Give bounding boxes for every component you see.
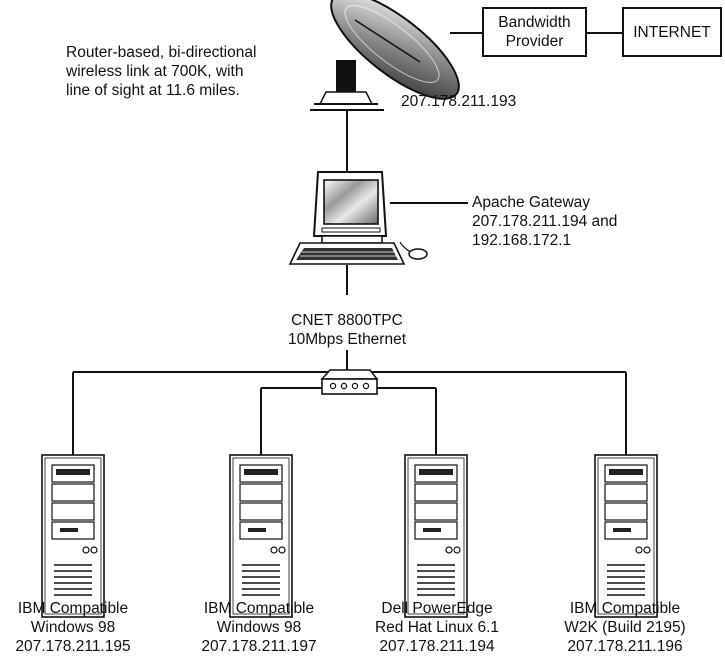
computer-label-line: Red Hat Linux 6.1 [374,619,500,636]
computer-label-line: 207.178.211.196 [567,638,683,655]
computer-label-1: IBM Compatible Windows 98 207.178.211.19… [0,599,146,656]
computer-label-4: IBM Compatible W2K (Build 2195) 207.178.… [550,599,700,656]
computer-label-line: Windows 98 [216,619,302,636]
computer-label-line: 207.178.211.194 [379,638,495,655]
computer-label-2: IBM Compatible Windows 98 207.178.211.19… [186,599,332,656]
satellite-link-description: Router-based, bi-directional wireless li… [66,43,256,100]
server-tower-icon [404,454,468,618]
gateway-computer-icon [288,171,428,265]
gateway-label-line: 207.178.211.194 and [472,213,618,230]
gateway-label: Apache Gateway 207.178.211.194 and 192.1… [472,193,617,250]
internet-box: INTERNET [622,7,722,57]
computer-label-line: IBM Compatible [203,600,315,617]
satellite-description-line: Router-based, bi-directional [66,44,257,61]
internet-label: INTERNET [633,23,711,41]
hub-label-line: CNET 8800TPC [291,312,403,329]
computer-label-line: IBM Compatible [17,600,129,617]
ethernet-hub-icon [320,369,379,395]
satellite-description-line: line of sight at 11.6 miles. [66,82,240,99]
gateway-label-line: 192.168.172.1 [472,232,572,249]
bandwidth-provider-box: Bandwidth Provider [482,7,587,57]
computer-label-line: Windows 98 [30,619,116,636]
bandwidth-provider-line: Provider [505,33,564,50]
hub-label: CNET 8800TPC 10Mbps Ethernet [272,311,422,349]
computer-label-line: 207.178.211.195 [15,638,131,655]
computer-label-3: Dell PowerEdge Red Hat Linux 6.1 207.178… [362,599,512,656]
satellite-dish-icon [310,0,460,111]
gateway-label-line: Apache Gateway [472,194,591,211]
server-tower-icon [594,454,658,618]
computer-label-line: IBM Compatible [569,600,681,617]
server-tower-icon [229,454,293,618]
satellite-description-line: wireless link at 700K, with [66,63,244,80]
satellite-ip: 207.178.211.193 [401,93,517,110]
hub-label-line: 10Mbps Ethernet [287,331,407,348]
bandwidth-provider-line: Bandwidth [498,14,571,31]
server-tower-icon [41,454,105,618]
computer-label-line: Dell PowerEdge [381,600,493,617]
computer-label-line: 207.178.211.197 [201,638,317,655]
computer-label-line: W2K (Build 2195) [564,619,686,636]
